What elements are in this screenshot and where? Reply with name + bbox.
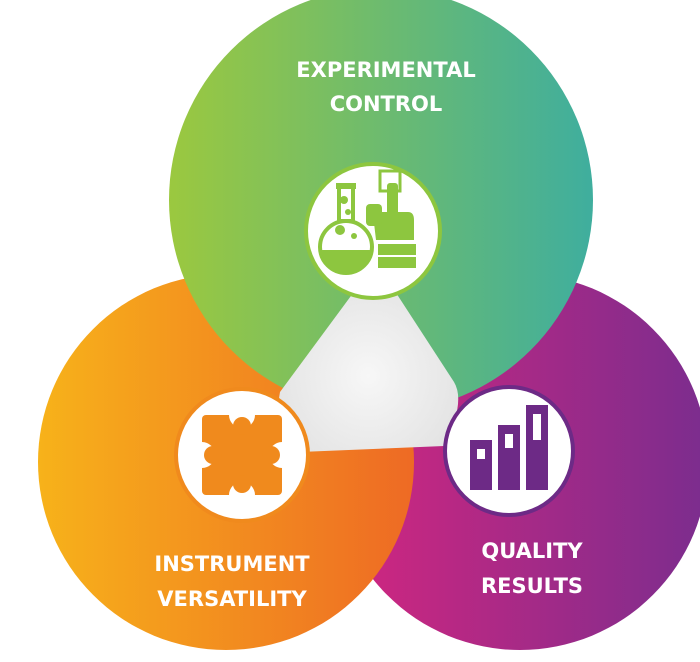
experimental-control-label: EXPERIMENTAL CONTROL [296,58,475,116]
center-triangle [278,262,459,452]
flask-and-hand-icon [318,169,416,275]
label-line: CONTROL [330,92,443,116]
instrument-versatility-label: INSTRUMENT VERSATILITY [154,552,310,611]
instrument-versatility-badge [174,387,310,523]
label-line: QUALITY [481,539,583,563]
label-line: EXPERIMENTAL [296,58,475,82]
label-line: VERSATILITY [157,587,307,611]
label-line: INSTRUMENT [154,552,310,576]
bar-chart-icon [470,405,548,490]
quality-results-badge [443,385,575,517]
label-line: RESULTS [481,574,583,598]
puzzle-piece-icon [189,402,295,508]
quality-results-label: QUALITY RESULTS [481,539,583,598]
experimental-control-badge [304,162,442,300]
